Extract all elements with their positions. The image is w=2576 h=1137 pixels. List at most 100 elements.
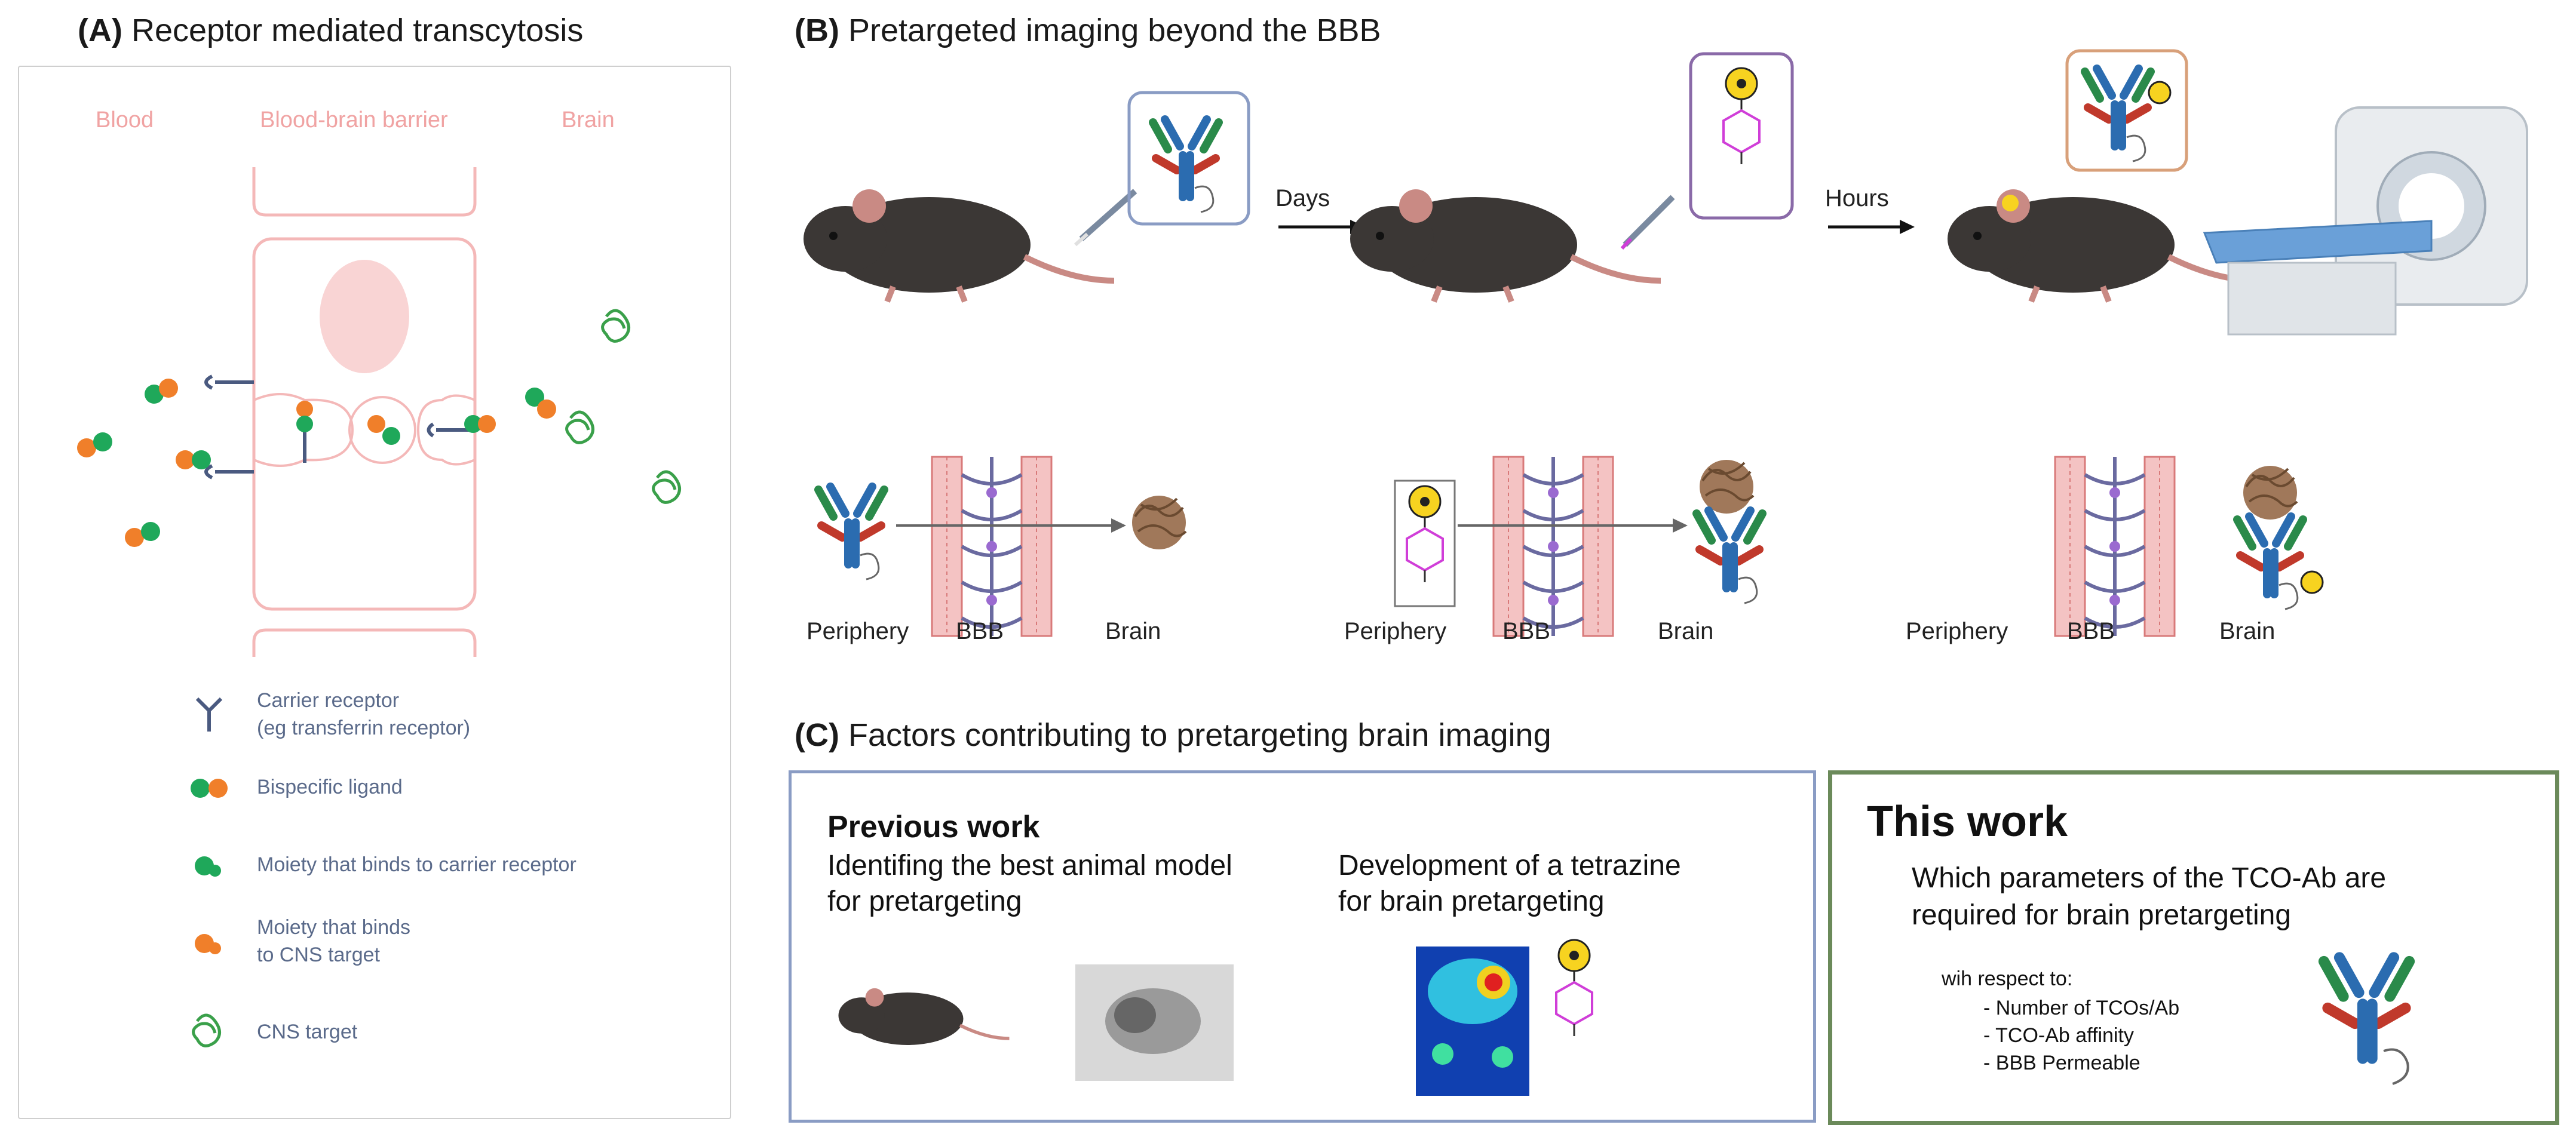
this-work-question-line: Which parameters of the TCO-Ab are xyxy=(1912,862,2387,894)
upper-cell-membrane xyxy=(252,167,477,217)
previous-item-2-line: Development of a tetrazine xyxy=(1338,850,1681,881)
tco-antibody-icon xyxy=(2318,952,2415,1085)
cns-target-icon-2 xyxy=(565,410,594,444)
bispecific-ligand-icon-7 xyxy=(464,415,496,433)
antibody-icon-complex xyxy=(2085,69,2151,161)
bbb-wall-2 xyxy=(1494,457,1613,636)
antibody-icon-row3 xyxy=(2237,517,2303,609)
amyloid-icon-2 xyxy=(1698,459,1755,515)
legend-line: Moiety that binds xyxy=(257,916,411,939)
legend-line: CNS target xyxy=(257,1021,358,1043)
this-work-box xyxy=(1828,770,2559,1125)
legend-bispecific-ligand: Bispecific ligand xyxy=(257,773,403,801)
this-work-bullets: - Number of TCOs/Ab - TCO-Ab affinity - … xyxy=(1983,994,2179,1077)
bispecific-ligand-icon-1 xyxy=(145,379,178,404)
panel-b-title-text: Pretargeted imaging beyond the BBB xyxy=(848,13,1381,48)
panel-c-title: (C) Factors contributing to pretargeting… xyxy=(795,717,1551,754)
bispecific-ligand-icon-8 xyxy=(525,388,556,419)
mouse-icon-2 xyxy=(1350,189,1661,302)
previous-work-box xyxy=(789,770,1816,1123)
row1-periphery: Periphery xyxy=(806,618,909,644)
vesicle-left xyxy=(253,393,354,467)
this-work-respect: wih respect to: xyxy=(1942,967,2073,990)
panel-c-letter: (C) xyxy=(795,717,839,753)
this-work-question-line: required for brain pretargeting xyxy=(1912,899,2292,931)
antibody-box-1 xyxy=(1127,91,1250,226)
brain-signal-icon xyxy=(2002,195,2019,211)
syringe-icon-2 xyxy=(1620,195,1675,250)
panel-b-title: (B) Pretargeted imaging beyond the BBB xyxy=(795,12,1381,49)
bispecific-ligand-icon-6 xyxy=(367,415,400,445)
row2-bbb: BBB xyxy=(1502,618,1551,644)
carrier-receptor-icon-1 xyxy=(204,374,254,390)
tetrazine-icon-1 xyxy=(1722,67,1761,165)
carrier-receptor-icon xyxy=(195,697,223,732)
this-work-bullet: - BBB Permeable xyxy=(1983,1052,2140,1074)
arrow-label-hours: Hours xyxy=(1825,185,1889,211)
carrier-receptor-icon-2 xyxy=(204,464,254,480)
legend-line: to CNS target xyxy=(257,944,380,966)
previous-item-1-line: for pretargeting xyxy=(827,886,1022,917)
panel-a-letter: (A) xyxy=(78,13,122,48)
pet-scanner-icon xyxy=(2203,106,2528,336)
mouse-icon-1 xyxy=(804,189,1114,302)
bbb-wall-3 xyxy=(2055,457,2175,636)
carrier-receptor-icon-4 xyxy=(427,422,472,438)
previous-item-2-line: for brain pretargeting xyxy=(1338,886,1605,917)
tetrazine-frame-row2 xyxy=(1394,480,1456,607)
vesicle-right xyxy=(416,394,476,466)
pretargeting-diagram xyxy=(795,49,2528,675)
bispecific-ligand-icon-3 xyxy=(176,450,211,469)
pet-image-core xyxy=(1114,997,1156,1033)
region-label-bbb: Blood-brain barrier xyxy=(260,107,448,133)
bispecific-ligand-icon-2 xyxy=(77,432,112,457)
legend-carrier-receptor: Carrier receptor (eg transferrin recepto… xyxy=(257,687,470,742)
tetrazine-box xyxy=(1689,52,1794,220)
row3-periphery: Periphery xyxy=(1906,618,2008,644)
bbb-wall-1 xyxy=(932,457,1051,636)
panel-a-frame xyxy=(18,66,731,1119)
radio-icon-row3 xyxy=(2300,570,2324,594)
transcytosis-diagram xyxy=(77,167,681,1047)
previous-item-1-line: Identifing the best animal model xyxy=(827,850,1232,881)
legend-cns-target: CNS target xyxy=(257,1018,357,1046)
tetrazine-icon-small xyxy=(1555,939,1593,1036)
complex-box xyxy=(2065,49,2188,172)
this-work-heading: This work xyxy=(1867,798,2068,846)
previous-item-2: Development of a tetrazine for brain pre… xyxy=(1338,848,1681,920)
panel-a-title-text: Receptor mediated transcytosis xyxy=(131,13,584,48)
syringe-icon-1 xyxy=(1074,189,1137,247)
arrow-hours-head xyxy=(1900,220,1915,234)
bispecific-ligand-icon xyxy=(191,779,228,798)
previous-work-images xyxy=(838,939,1593,1096)
row3-bbb: BBB xyxy=(2067,618,2115,644)
this-work-question: Which parameters of the TCO-Ab are requi… xyxy=(1912,860,2386,934)
lower-cell-membrane xyxy=(252,628,477,657)
nucleus-icon xyxy=(320,260,409,373)
cns-target-icon xyxy=(192,1013,221,1047)
legend-line: Moiety that binds to carrier receptor xyxy=(257,853,576,876)
tetrazine-icon-row2 xyxy=(1406,485,1444,583)
green-moiety-icon xyxy=(195,856,221,877)
this-work-bullet: - TCO-Ab affinity xyxy=(1983,1024,2134,1047)
antibody-icon-row2 xyxy=(1697,511,1762,603)
mouse-icon-small xyxy=(838,988,1010,1045)
legend-line: Carrier receptor xyxy=(257,689,400,712)
legend-green-moiety: Moiety that binds to carrier receptor xyxy=(257,851,576,878)
previous-work-heading: Previous work xyxy=(827,810,1040,844)
region-label-blood: Blood xyxy=(96,107,154,133)
region-label-brain: Brain xyxy=(562,107,615,133)
legend-line: (eg transferrin receptor) xyxy=(257,717,471,739)
legend-orange-moiety: Moiety that binds to CNS target xyxy=(257,914,410,969)
panel-b-letter: (B) xyxy=(795,13,839,48)
bispecific-ligand-icon-5 xyxy=(296,401,313,432)
this-work-bullet: - Number of TCOs/Ab xyxy=(1983,997,2180,1019)
orange-moiety-icon xyxy=(195,934,221,954)
legend-line: Bispecific ligand xyxy=(257,776,403,798)
bispecific-ligand-icon-4 xyxy=(125,522,160,547)
antibody-icon-row1 xyxy=(818,487,884,579)
amyloid-icon-3 xyxy=(2242,465,2298,521)
row1-brain: Brain xyxy=(1105,618,1161,644)
cns-target-icon-3 xyxy=(652,470,681,504)
panel-a-title: (A) Receptor mediated transcytosis xyxy=(78,12,583,49)
